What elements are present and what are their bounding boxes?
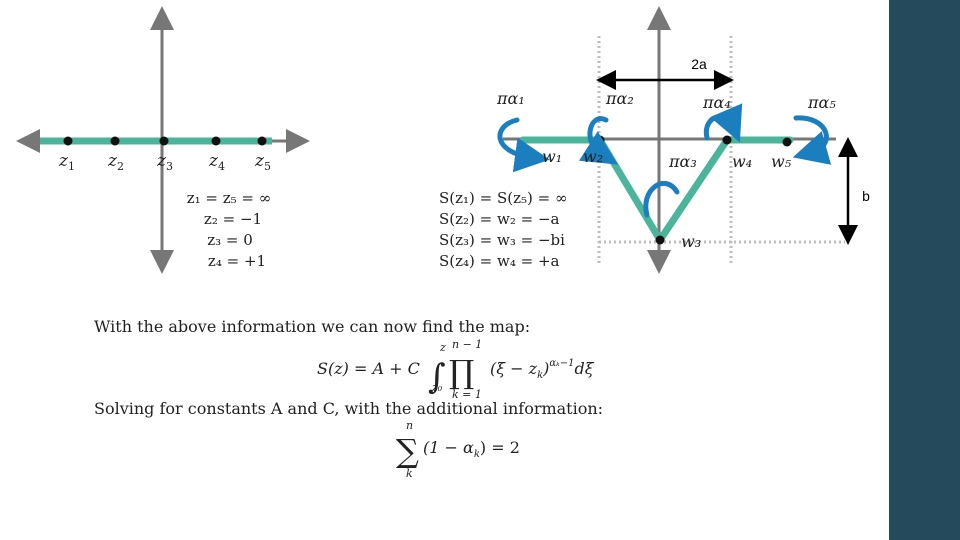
point-z5 [257,136,267,146]
vertex-labels: w₁ w₂ w₃ w₄ w₅ [542,147,792,251]
right-sidebar-band [889,0,960,540]
label-pi-alpha-1: πα₁ [496,89,525,108]
angle-arrow-5-icon [792,115,832,165]
right-eq-3: S(z₃) = w₃ = −bi [439,231,565,249]
label-z1: z1 [58,151,75,173]
point-z1 [63,136,73,146]
vertex-w4 [722,135,732,145]
label-z5: z5 [254,151,271,173]
edge-w3-w4 [656,136,731,244]
label-w2: w₂ [583,147,603,166]
left-eq-3: z₃ = 0 [207,231,253,249]
vertex-w2 [595,135,605,145]
angle-arrow-3-icon [643,181,680,218]
angle-labels: πα₁ πα₂ πα₃ πα₄ πα₅ [496,89,836,171]
label-z2: z2 [107,151,124,173]
sum-lower: k [406,467,413,480]
dotted-guides [597,36,845,264]
left-points [63,136,267,146]
left-eq-4: z₄ = +1 [208,252,266,270]
product-lower: k = 1 [452,388,482,401]
sum-sign: ∑ [396,432,419,470]
angle-arrow-1-icon [497,117,550,173]
right-equations: S(z₁) = S(z₅) = ∞ S(z₂) = w₂ = −a S(z₃) … [439,189,568,270]
height-label: b [862,188,870,204]
label-pi-alpha-4: πα₄ [702,93,731,112]
map-lhs: S(z) = A + C [317,359,420,378]
right-eq-1: S(z₁) = S(z₅) = ∞ [439,189,568,207]
right-eq-4: S(z₄) = w₄ = +a [439,252,560,270]
left-diagram: z1 z2 z3 z4 z5 z₁ = z₅ = ∞ z₂ = −1 z₃ = … [16,6,310,274]
left-point-labels: z1 z2 z3 z4 z5 [58,151,271,173]
product-sign: ∏ [449,353,474,391]
label-w1: w₁ [542,147,562,166]
label-w5: w₅ [771,152,792,171]
label-z3: z3 [156,151,173,173]
point-z2 [110,136,120,146]
vertex-w3 [655,235,665,245]
label-pi-alpha-5: πα₅ [807,93,836,112]
sum-constraint: n ∑ k (1 − αk) = 2 [396,419,520,480]
angle-arrow-4-icon [703,103,743,143]
left-equations: z₁ = z₅ = ∞ z₂ = −1 z₃ = 0 z₄ = +1 [187,189,272,270]
sum-body: (1 − αk) = 2 [423,438,520,460]
angle-arrow-2-icon [578,116,618,165]
map-integrand: (ξ − zk)αₖ−1dξ [490,358,595,381]
left-eq-1: z₁ = z₅ = ∞ [187,189,272,207]
text-line-2: Solving for constants A and C, with the … [94,399,603,418]
right-diagram: 2a b πα₁ πα₂ πα₃ πα₄ πα₅ w₁ w₂ w₃ w₄ w₅ [439,6,870,274]
label-w4: w₄ [732,152,752,171]
label-pi-alpha-2: πα₂ [605,89,634,108]
label-w3: w₃ [681,232,701,251]
point-z4 [211,136,221,146]
label-z4: z4 [208,151,225,173]
vertex-w5 [782,137,792,147]
label-pi-alpha-3: πα₃ [668,152,697,171]
integral-lower: z₀ [431,381,443,394]
explanation-text: With the above information we can now fi… [94,317,603,480]
text-line-1: With the above information we can now fi… [94,317,530,336]
sum-upper: n [406,419,413,432]
angle-arrows [497,103,832,218]
integral-upper: z [439,341,446,354]
integral-sign: ∫ [428,357,446,397]
left-eq-2: z₂ = −1 [204,210,262,228]
conformal-map-figure: z1 z2 z3 z4 z5 z₁ = z₅ = ∞ z₂ = −1 z₃ = … [16,6,870,480]
right-eq-2: S(z₂) = w₂ = −a [439,210,560,228]
product-upper: n − 1 [452,338,482,351]
map-formula: S(z) = A + C ∫ z z₀ ∏ n − 1 k = 1 (ξ − z… [317,338,595,401]
point-z3 [159,136,169,146]
width-label: 2a [691,56,707,72]
